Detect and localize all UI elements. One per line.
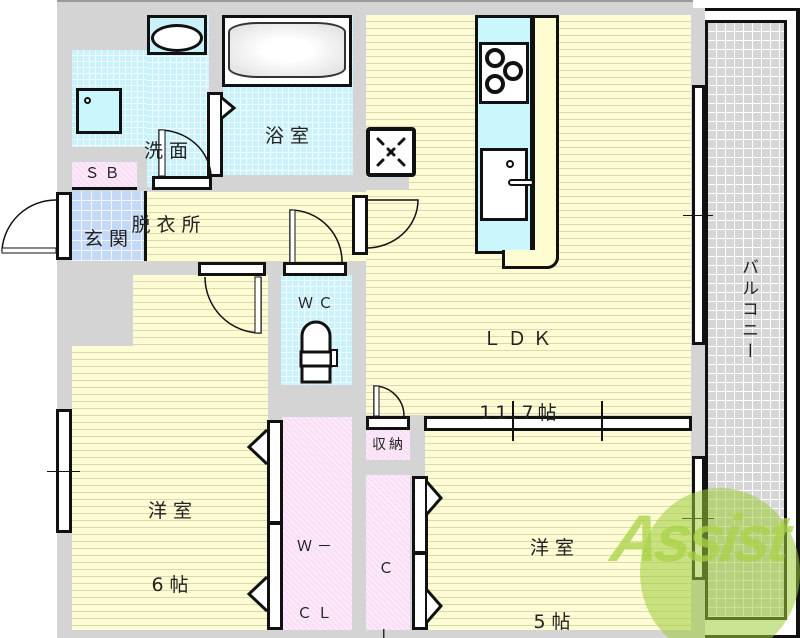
ldk-door[interactable] xyxy=(352,195,368,255)
western-5-size: 5帖 xyxy=(533,611,577,634)
western-6-name: 洋室 xyxy=(147,500,198,523)
storage-door[interactable] xyxy=(366,416,410,430)
closet-line2: Ｌ xyxy=(378,625,399,638)
bathtub-inner xyxy=(228,22,346,78)
ldk-label: ＬＤＫ 11.7帖 xyxy=(440,278,600,476)
ldk-name: ＬＤＫ xyxy=(482,328,558,351)
washroom-door-swing xyxy=(158,129,212,177)
fan-icon xyxy=(376,137,406,167)
partition-mark-1 xyxy=(512,401,514,441)
toilet-icon xyxy=(299,320,338,384)
shoe-box-floor xyxy=(72,162,137,190)
washroom-label-line2: 脱衣所 xyxy=(131,214,207,237)
storage-floor xyxy=(366,430,411,460)
bathroom-door-handle-icon xyxy=(221,96,237,120)
washroom-door[interactable] xyxy=(152,176,212,190)
fan-wall-ledge xyxy=(353,177,409,190)
closet-door-2[interactable] xyxy=(412,552,428,630)
washing-machine-pan xyxy=(76,88,122,134)
bathroom-label: 浴室 xyxy=(264,125,315,147)
toilet-door[interactable] xyxy=(283,262,347,276)
entrance-label: 玄関 xyxy=(83,228,134,250)
bathroom-door[interactable] xyxy=(207,92,223,177)
western-6-label: 洋室 6帖 xyxy=(118,450,228,638)
watermark-text: Assist xyxy=(606,501,792,575)
western-6-door-swing xyxy=(204,276,262,334)
faucet-lever xyxy=(508,179,534,186)
closet-door-1[interactable] xyxy=(412,476,428,554)
toilet-door-swing xyxy=(289,209,343,265)
washroom-label-line1: 洗面 xyxy=(143,140,194,163)
sliding-partition[interactable] xyxy=(424,416,692,431)
burner-icon xyxy=(485,48,523,94)
western-6-window-divider xyxy=(47,471,80,472)
western-6-floor xyxy=(72,346,268,630)
ldk-door-swing xyxy=(365,199,419,249)
walk-in-closet-handle-icon xyxy=(246,428,269,466)
closet-floor xyxy=(366,475,411,630)
walk-in-closet-door-1[interactable] xyxy=(267,420,283,524)
balcony-label: バルコニー xyxy=(738,258,758,363)
walk-in-closet-line2: ＣＬ xyxy=(296,603,337,622)
western-5-name: 洋室 xyxy=(529,537,580,560)
walk-in-closet-floor xyxy=(282,417,352,630)
entrance-floor xyxy=(72,191,147,261)
walk-in-closet-door-2[interactable] xyxy=(267,522,283,630)
western-5-label: 洋室 5帖 xyxy=(500,487,610,638)
entrance-door[interactable] xyxy=(56,192,72,260)
entrance-door-swing xyxy=(1,199,57,254)
closet-handle-icon xyxy=(425,481,443,515)
western-6-door[interactable] xyxy=(198,262,266,276)
sink-basin-icon xyxy=(151,24,203,52)
western-6-floor-upper xyxy=(133,275,268,350)
storage-label: 収納 xyxy=(372,437,406,453)
kitchen-bar-foot xyxy=(502,250,559,269)
closet-label: Ｃ Ｌ xyxy=(366,520,411,638)
western-6-size: 6帖 xyxy=(151,574,195,597)
toilet-label: ＷＣ xyxy=(297,294,338,312)
partition-mark-2 xyxy=(601,401,603,441)
walk-in-closet-label: Ｗ－ ＣＬ xyxy=(283,498,351,638)
faucet-icon xyxy=(506,160,514,168)
walk-in-closet-handle-icon-2 xyxy=(246,575,269,613)
storage-door-swing xyxy=(373,385,405,417)
ldk-size: 11.7帖 xyxy=(479,402,561,425)
closet-handle-icon-2 xyxy=(425,589,443,623)
washroom-label: 洗面 脱衣所 xyxy=(124,90,214,288)
walk-in-closet-line1: Ｗ－ xyxy=(296,537,337,555)
ldk-window-divider xyxy=(683,215,713,216)
watermark-circle xyxy=(640,488,800,638)
kitchen-bar-counter xyxy=(532,15,559,269)
shoe-box-label: ＳＢ xyxy=(84,164,125,182)
closet-line1: Ｃ xyxy=(378,559,399,577)
drain-icon xyxy=(84,97,91,104)
